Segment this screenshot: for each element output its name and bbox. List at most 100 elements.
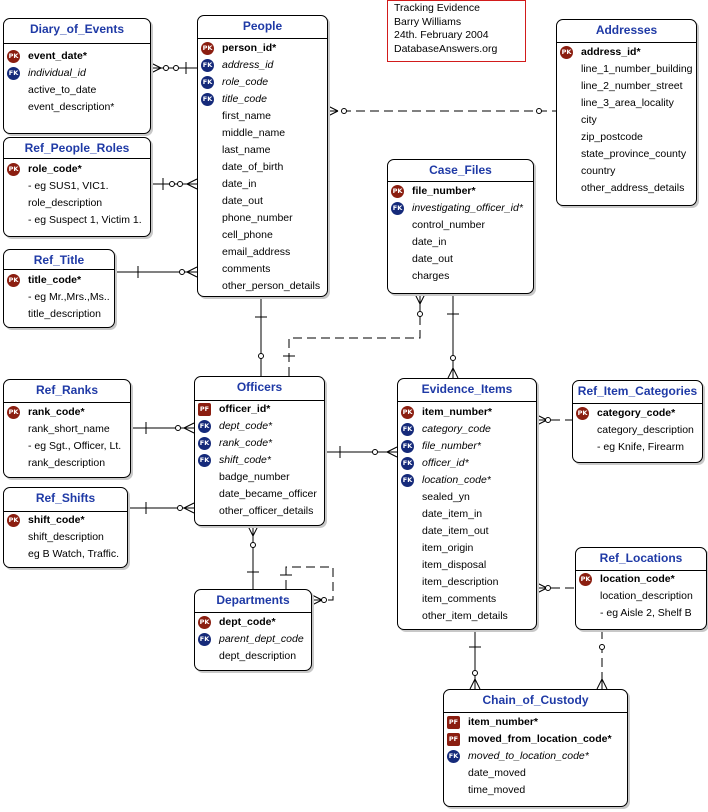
attribute-row[interactable]: - eg Suspect 1, Victim 1. bbox=[4, 212, 150, 229]
attribute-row[interactable]: line_1_number_building bbox=[557, 61, 696, 78]
attribute-row[interactable]: date_out bbox=[198, 193, 327, 210]
attribute-row[interactable]: date_became_officer bbox=[195, 486, 324, 503]
attribute-row[interactable]: email_address bbox=[198, 244, 327, 261]
attribute-row[interactable]: dept_description bbox=[195, 648, 311, 665]
attribute-row[interactable]: - eg Mr.,Mrs.,Ms.. bbox=[4, 289, 114, 306]
attribute-row[interactable]: zip_postcode bbox=[557, 129, 696, 146]
attribute-row[interactable]: eg B Watch, Traffic. bbox=[4, 546, 127, 563]
attribute-row[interactable]: middle_name bbox=[198, 125, 327, 142]
entity-title: Ref_Item_Categories bbox=[577, 384, 698, 398]
attribute-row[interactable]: rank_short_name bbox=[4, 421, 130, 438]
attribute-row[interactable]: item_description bbox=[398, 574, 536, 591]
attribute-row[interactable]: date_in bbox=[388, 234, 533, 251]
attribute-row[interactable]: date_item_in bbox=[398, 506, 536, 523]
attribute-row[interactable]: cell_phone bbox=[198, 227, 327, 244]
attribute-row[interactable]: date_in bbox=[198, 176, 327, 193]
attribute-row[interactable]: sealed_yn bbox=[398, 489, 536, 506]
attribute-row[interactable]: - eg SUS1, VIC1. bbox=[4, 178, 150, 195]
attribute-row[interactable]: charges bbox=[388, 268, 533, 285]
attribute-row[interactable]: shift_description bbox=[4, 529, 127, 546]
attribute-row[interactable]: first_name bbox=[198, 108, 327, 125]
attribute-row[interactable]: rank_description bbox=[4, 455, 130, 472]
attribute-row[interactable]: date_out bbox=[388, 251, 533, 268]
attribute-row[interactable]: control_number bbox=[388, 217, 533, 234]
attribute-row[interactable]: title_description bbox=[4, 306, 114, 323]
attribute-row[interactable]: date_moved bbox=[444, 765, 627, 782]
attribute-row[interactable]: comments bbox=[198, 261, 327, 278]
attribute-row[interactable]: phone_number bbox=[198, 210, 327, 227]
attribute-row[interactable]: - eg Aisle 2, Shelf B bbox=[576, 605, 706, 622]
attribute-row[interactable]: active_to_date bbox=[4, 82, 150, 99]
attribute-row[interactable]: role_description bbox=[4, 195, 150, 212]
attribute-row[interactable]: other_officer_details bbox=[195, 503, 324, 520]
attribute-row[interactable]: last_name bbox=[198, 142, 327, 159]
attribute-row[interactable]: line_3_area_locality bbox=[557, 95, 696, 112]
relationship-line bbox=[288, 294, 421, 376]
attribute-row[interactable]: other_address_details bbox=[557, 180, 696, 197]
attribute-row[interactable]: other_item_details bbox=[398, 608, 536, 625]
attribute-row[interactable]: time_moved bbox=[444, 782, 627, 799]
attribute-row[interactable]: location_description bbox=[576, 588, 706, 605]
attribute-row[interactable]: - eg Knife, Firearm bbox=[573, 439, 702, 456]
attribute-row[interactable]: country bbox=[557, 163, 696, 180]
attribute-row[interactable]: state_province_county bbox=[557, 146, 696, 163]
attribute-row[interactable]: - eg Sgt., Officer, Lt. bbox=[4, 438, 130, 455]
attribute-row[interactable]: item_origin bbox=[398, 540, 536, 557]
attribute-row[interactable]: item_comments bbox=[398, 591, 536, 608]
crows-foot-marker bbox=[327, 105, 339, 117]
attribute-row[interactable]: date_of_birth bbox=[198, 159, 327, 176]
attribute-row[interactable]: line_2_number_street bbox=[557, 78, 696, 95]
primary-key-icon: PK bbox=[7, 514, 20, 527]
attribute-row[interactable]: date_item_out bbox=[398, 523, 536, 540]
attribute-row[interactable]: badge_number bbox=[195, 469, 324, 486]
attribute-row[interactable]: item_disposal bbox=[398, 557, 536, 574]
attribute-row[interactable]: event_description* bbox=[4, 99, 150, 116]
attribute-row[interactable]: category_description bbox=[573, 422, 702, 439]
attribute-row[interactable]: other_person_details bbox=[198, 278, 327, 295]
attribute-row[interactable]: city bbox=[557, 112, 696, 129]
